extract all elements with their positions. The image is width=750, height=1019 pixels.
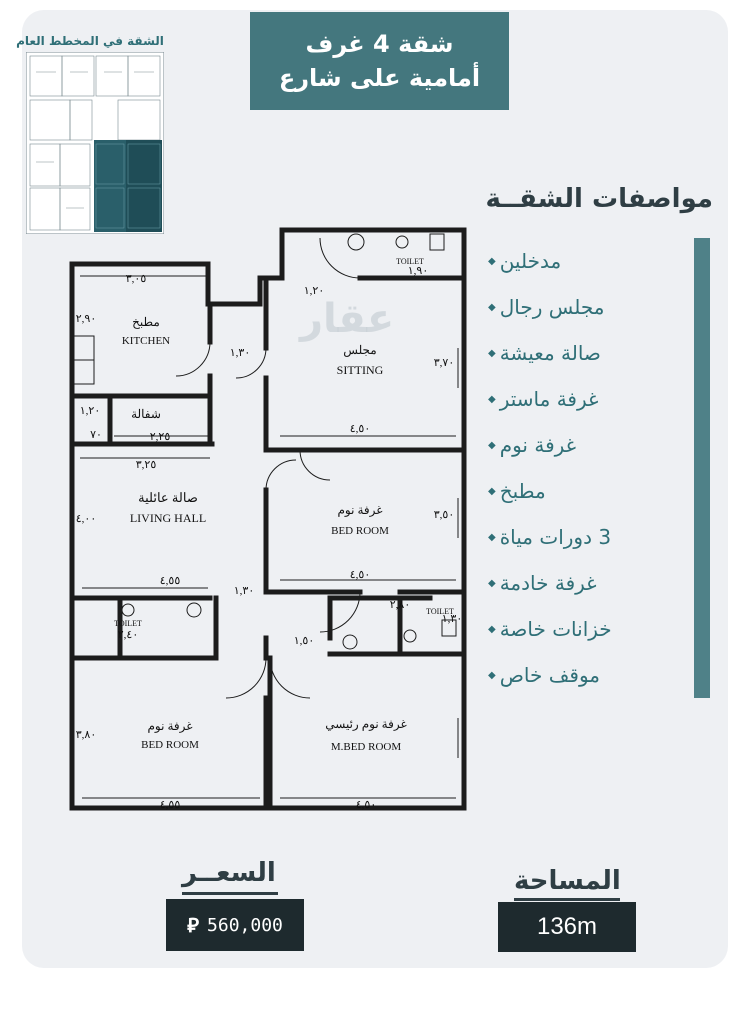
dim-kitchen-width: ٣,٠٥	[126, 273, 147, 285]
dim-corridor: ١,٣٠	[230, 347, 250, 359]
dim-living-height: ٤,٠٠	[76, 513, 96, 525]
diamond-bullet-icon: ◆	[488, 531, 496, 543]
kitchen-label-ar: مطبخ	[132, 315, 160, 329]
dim-master-bedroom-width: ٤,٥٠	[356, 799, 376, 811]
dim-toilet-height: ١,٣٠	[442, 613, 462, 625]
laundry-label-ar: شفالة	[131, 407, 161, 421]
dim-toilet-left: ٢,٤٠	[118, 629, 138, 641]
dim-door-2: ١,٥٠	[294, 635, 314, 647]
spec-item-label: خزانات خاصة	[499, 617, 612, 641]
spec-item: صالة معيشة◆	[470, 330, 670, 376]
area-value: 136m	[536, 913, 598, 940]
title-line-2: أمامية على شارع	[278, 64, 481, 92]
diamond-bullet-icon: ◆	[488, 393, 496, 405]
diamond-bullet-icon: ◆	[488, 623, 496, 635]
diamond-bullet-icon: ◆	[488, 577, 496, 589]
bedroom-top-label-ar: غرفة نوم	[337, 503, 382, 517]
price-label: السعــر	[182, 858, 276, 888]
spec-item-label: غرفة ماستر	[499, 387, 599, 411]
diamond-bullet-icon: ◆	[488, 439, 496, 451]
dim-sitting-door: ١,٢٠	[304, 285, 324, 297]
spec-item: غرفة ماستر◆	[470, 376, 670, 422]
diamond-bullet-icon: ◆	[488, 347, 496, 359]
specs-title: مواصفات الشقــة	[485, 184, 713, 214]
watermark-logo: عقار	[300, 296, 395, 342]
spec-item-label: 3 دورات مياة	[499, 525, 612, 549]
apartment-title-banner: شقة 4 غرف أمامية على شارع	[250, 12, 509, 110]
diamond-bullet-icon: ◆	[488, 485, 496, 497]
spec-item: موقف خاص◆	[470, 652, 670, 698]
diamond-bullet-icon: ◆	[488, 255, 496, 267]
spec-item-label: مجلس رجال	[499, 295, 605, 319]
spec-item: مدخلين◆	[470, 238, 670, 284]
dim-bedroom-low-width: ٤,٥٥	[160, 799, 181, 811]
spec-item: مجلس رجال◆	[470, 284, 670, 330]
bedroom-top-label-en: BED ROOM	[331, 525, 389, 537]
master-bedroom-label-ar: غرفة نوم رئيسي	[325, 717, 407, 731]
dim-toilet-width: ٢,٨٠	[390, 599, 410, 611]
spec-item: غرفة نوم◆	[470, 422, 670, 468]
spec-item-label: غرفة نوم	[499, 433, 577, 457]
toilet-label-right: TOILET	[426, 607, 454, 616]
spec-item-label: غرفة خادمة	[499, 571, 597, 595]
bedroom-low-label-en: BED ROOM	[141, 739, 199, 751]
spec-item: 3 دورات مياة◆	[470, 514, 670, 560]
price-label-underline	[182, 892, 278, 895]
price-box: ⃁ 560,000	[166, 899, 304, 951]
sitting-label-en: SITTING	[337, 363, 384, 377]
dim-living-bottom: ٤,٥٥	[160, 575, 181, 587]
spec-item: غرفة خادمة◆	[470, 560, 670, 606]
dim-corridor-2: ١,٣٠	[234, 585, 254, 597]
living-label-en: LIVING HALL	[130, 511, 206, 525]
specs-accent-bar	[694, 238, 710, 698]
kitchen-label-en: KITCHEN	[122, 335, 170, 347]
dim-toilet-top: ١,٩٠	[408, 265, 428, 277]
diamond-bullet-icon: ◆	[488, 301, 496, 313]
area-label-underline	[514, 898, 620, 901]
specs-list: مدخلين◆ مجلس رجال◆ صالة معيشة◆ غرفة ماست…	[470, 238, 670, 698]
dim-living-top: ٣,٢٥	[136, 459, 157, 471]
floor-plan: مطبخ KITCHEN مجلس SITTING شفالة صالة عائ…	[69, 227, 467, 811]
spec-item-label: موقف خاص	[499, 663, 601, 687]
area-label: المساحة	[514, 866, 621, 896]
dim-kitchen-height: ٢,٩٠	[76, 313, 96, 325]
spec-item-label: صالة معيشة	[499, 341, 601, 365]
riyal-symbol-icon: ⃁	[187, 913, 200, 937]
area-box: 136m	[498, 902, 636, 952]
dim-bedroom-top-height: ٣,٥٠	[434, 509, 454, 521]
master-bedroom-label-en: M.BED ROOM	[331, 741, 402, 753]
dim-laundry-width: ٢,٢٥	[150, 431, 171, 443]
spec-item-label: مطبخ	[499, 479, 546, 503]
master-plan-thumbnail	[26, 52, 164, 234]
living-label-ar: صالة عائلية	[138, 490, 198, 505]
dim-sitting-width: ٤,٥٠	[350, 423, 370, 435]
dim-laundry-height: ١,٢٠	[80, 405, 100, 417]
diamond-bullet-icon: ◆	[488, 669, 496, 681]
bedroom-low-label-ar: غرفة نوم	[147, 719, 192, 733]
toilet-label-left: TOILET	[114, 619, 142, 628]
spec-item: خزانات خاصة◆	[470, 606, 670, 652]
master-plan-label: الشقة في المخطط العام	[16, 34, 164, 48]
dim-laundry-height-2: ٧٠	[90, 429, 102, 441]
price-value: 560,000	[207, 914, 283, 936]
toilet-label-top: TOILET	[396, 257, 424, 266]
sitting-label-ar: مجلس	[343, 343, 376, 357]
dim-sitting-height: ٣,٧٠	[434, 357, 454, 369]
spec-item-label: مدخلين	[499, 249, 562, 273]
dim-bedroom-low-height: ٣,٨٠	[76, 729, 96, 741]
title-line-1: شقة 4 غرف	[305, 30, 454, 58]
spec-item: مطبخ◆	[470, 468, 670, 514]
dim-bedroom-top-width: ٤,٥٠	[350, 569, 370, 581]
